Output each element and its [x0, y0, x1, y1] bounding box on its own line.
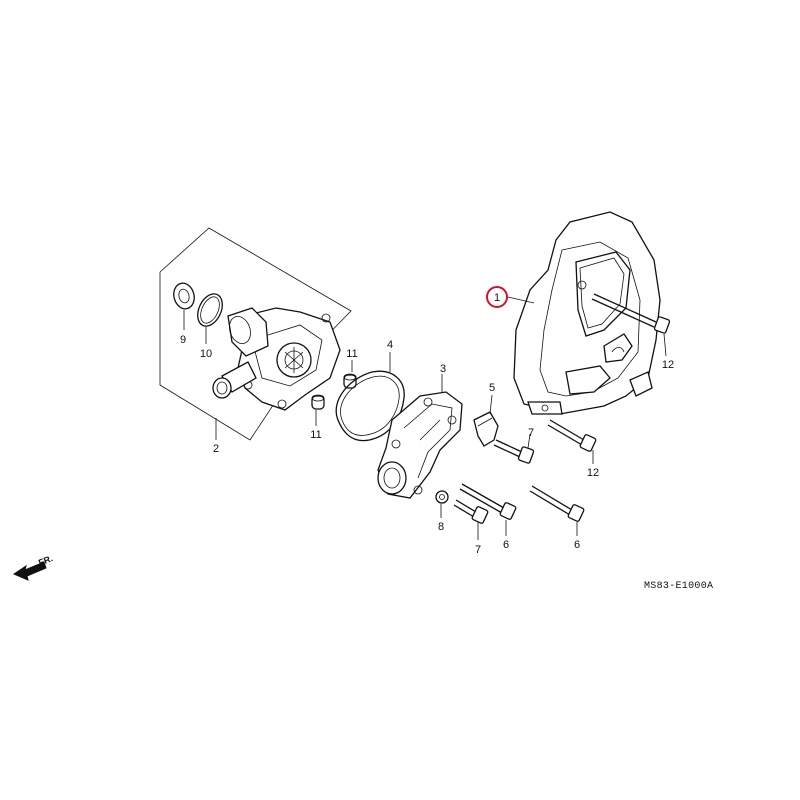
callout-1[interactable]: 1: [494, 292, 500, 304]
cover-bolt-lower[interactable]: [547, 419, 597, 452]
collar-lower[interactable]: [311, 394, 325, 410]
arrow-left-icon: [12, 561, 47, 581]
cover-bolt-upper[interactable]: [591, 293, 671, 334]
callout-11-upper[interactable]: 11: [346, 348, 357, 360]
callout-10[interactable]: 10: [200, 348, 212, 360]
water-pump-body[interactable]: [212, 307, 341, 411]
callout-labels: 1 2 3 4 5 6 6 7 7 8 9 10 11 11 12 12: [180, 292, 674, 556]
callout-8[interactable]: 8: [438, 521, 444, 533]
sealing-washer[interactable]: [435, 490, 449, 504]
sprocket-cover[interactable]: [513, 211, 661, 415]
bolt-lower[interactable]: [453, 499, 489, 524]
callout-6-right[interactable]: 6: [574, 539, 580, 551]
callout-12-upper[interactable]: 12: [662, 359, 674, 371]
front-label: FR.: [37, 553, 54, 568]
callout-7-lower[interactable]: 7: [475, 544, 481, 556]
hose-bracket[interactable]: [473, 411, 499, 447]
callout-3[interactable]: 3: [440, 363, 446, 375]
callout-12-lower[interactable]: 12: [587, 467, 599, 479]
pump-cover-o-ring[interactable]: [335, 370, 405, 442]
bolt-bracket[interactable]: [493, 439, 535, 464]
callout-6-lower[interactable]: 6: [503, 539, 509, 551]
callout-2[interactable]: 2: [213, 443, 219, 455]
front-direction-indicator: FR.: [12, 553, 54, 581]
callout-9[interactable]: 9: [180, 334, 186, 346]
highlight-circle: [486, 286, 508, 308]
diagram-code: MS83-E1000A: [644, 581, 713, 592]
o-ring-part[interactable]: [193, 290, 227, 330]
collar-upper[interactable]: [343, 373, 357, 389]
leader-lines: [183, 296, 667, 540]
callout-11-lower[interactable]: 11: [310, 429, 321, 441]
callout-7-upper[interactable]: 7: [528, 427, 534, 439]
callout-4[interactable]: 4: [387, 339, 393, 351]
water-pump-cover[interactable]: [377, 391, 463, 499]
long-bolt-lower[interactable]: [459, 483, 517, 520]
callout-5[interactable]: 5: [489, 382, 495, 394]
long-bolt-right[interactable]: [529, 485, 585, 522]
oil-seal-part[interactable]: [171, 281, 197, 311]
